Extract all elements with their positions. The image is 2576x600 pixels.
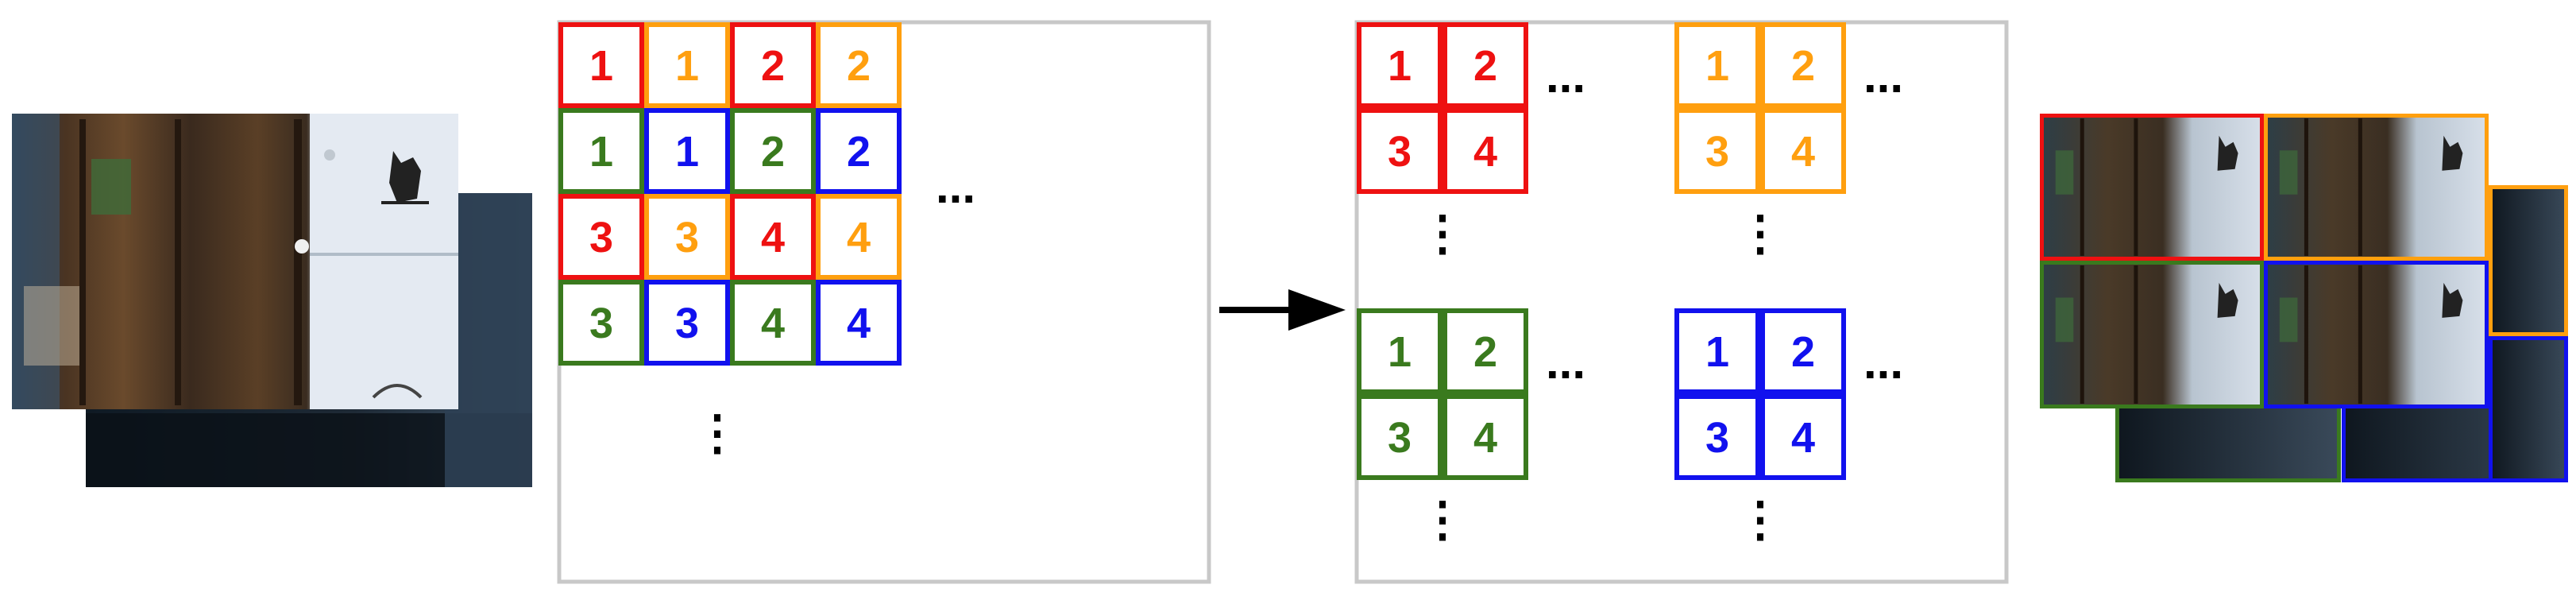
channel-cell-label: 2 (1791, 42, 1815, 90)
mosaic-cell-blue (644, 280, 730, 366)
mosaic-cell-label: 2 (761, 128, 785, 176)
channel-ellipsis-vertical: ⋮ (1736, 493, 1784, 546)
channel-cell (1760, 394, 1846, 480)
channel-cell (1442, 308, 1528, 394)
mosaic-cell-label: 4 (847, 214, 871, 261)
channel-ellipsis-horizontal: ... (1863, 335, 1903, 389)
output-tile-orange (2489, 185, 2568, 336)
mosaic-cell-orange (644, 22, 730, 108)
mosaic-cell-blue (816, 108, 902, 194)
channel-panel: 1 2 3 4... ⋮ 1 2 3 4... ⋮ 1 2 3 4... ⋮ 1 2 3 4... ⋮ (1354, 20, 2009, 584)
mosaic-cell-label: 1 (589, 128, 613, 176)
channel-cell-label: 2 (1473, 328, 1497, 376)
channel-block-green: 1 2 3 4... ⋮ (1357, 308, 1585, 546)
mosaic-cell-red (730, 194, 816, 280)
mosaic-cell-label: 4 (761, 300, 785, 347)
mosaic-cell-red (558, 22, 644, 108)
mosaic-cell-label: 4 (847, 300, 871, 347)
channel-ellipsis-horizontal: ... (1863, 49, 1903, 103)
output-tile-blue (2264, 261, 2489, 408)
mosaic-cell-label: 1 (589, 42, 613, 90)
mosaic-grid: 1 1 2 2 1 1 2 2 3 3 4 4 3 3 4 4 (558, 22, 902, 366)
mosaic-cell-blue (816, 280, 902, 366)
mosaic-panel: 1 1 2 2 1 1 2 2 3 3 4 4 3 3 4 4 ... ⋮ (557, 20, 1211, 584)
mosaic-cell-orange (816, 194, 902, 280)
channel-cell-label: 1 (1388, 42, 1412, 90)
channel-cell (1357, 308, 1442, 394)
mosaic-cell-label: 3 (589, 300, 613, 347)
channel-cell (1357, 108, 1442, 194)
mosaic-cell-label: 1 (675, 128, 699, 176)
channel-cell-label: 3 (1388, 128, 1412, 176)
mosaic-cell-label: 4 (761, 214, 785, 261)
mosaic-cell-orange (644, 194, 730, 280)
channel-ellipsis-vertical: ⋮ (1419, 207, 1466, 260)
mosaic-cell-red (558, 194, 644, 280)
channel-ellipsis-horizontal: ... (1546, 49, 1585, 103)
channel-ellipsis-vertical: ⋮ (1419, 493, 1466, 546)
input-image-stack (12, 114, 532, 487)
channel-cell-label: 3 (1705, 414, 1729, 462)
mosaic-cell-green (730, 280, 816, 366)
front-photo-layer (12, 114, 458, 409)
channel-cell (1442, 394, 1528, 480)
mosaic-cell-green (558, 108, 644, 194)
channel-cell-label: 4 (1473, 128, 1497, 176)
channel-ellipsis-vertical: ⋮ (1736, 207, 1784, 260)
channel-block-blue: 1 2 3 4... ⋮ (1674, 308, 1903, 546)
channel-cell-label: 1 (1705, 328, 1729, 376)
output-tile-orange (2264, 114, 2489, 261)
channel-cell (1760, 22, 1846, 108)
mosaic-cell-green (730, 108, 816, 194)
channel-cell-label: 3 (1705, 128, 1729, 176)
channel-block-orange: 1 2 3 4... ⋮ (1674, 22, 1903, 260)
mosaic-ellipsis-vertical: ⋮ (693, 406, 741, 459)
channel-blocks: 1 2 3 4... ⋮ 1 2 3 4... ⋮ 1 2 3 4... ⋮ 1 2 3 4... ⋮ (1357, 22, 1903, 546)
channel-block-red: 1 2 3 4... ⋮ (1357, 22, 1585, 260)
mosaic-cell-label: 3 (675, 300, 699, 347)
channel-cell (1357, 22, 1442, 108)
mosaic-cell-blue (644, 108, 730, 194)
channel-cell (1674, 308, 1760, 394)
channel-cell (1357, 394, 1442, 480)
channel-cell-label: 4 (1791, 414, 1815, 462)
channel-cell (1442, 22, 1528, 108)
channel-cell (1674, 22, 1760, 108)
mosaic-cell-orange (816, 22, 902, 108)
channel-cell-label: 2 (1791, 328, 1815, 376)
channel-cell-label: 3 (1388, 414, 1412, 462)
channel-cell (1760, 308, 1846, 394)
channel-cell (1760, 108, 1846, 194)
mosaic-cell-green (558, 280, 644, 366)
channel-cell (1674, 394, 1760, 480)
channel-cell-label: 2 (1473, 42, 1497, 90)
mosaic-ellipsis-horizontal: ... (936, 160, 975, 213)
channel-ellipsis-horizontal: ... (1546, 335, 1585, 389)
mosaic-cell-label: 2 (761, 42, 785, 90)
output-tile-green (2040, 261, 2264, 408)
output-image-stack (2040, 114, 2568, 482)
output-tile-blue (2489, 336, 2568, 482)
mosaic-cell-label: 1 (675, 42, 699, 90)
channel-cell-label: 4 (1473, 414, 1497, 462)
channel-cell-label: 1 (1388, 328, 1412, 376)
channel-cell (1674, 108, 1760, 194)
mosaic-cell-label: 3 (675, 214, 699, 261)
output-tile-red (2040, 114, 2264, 261)
mosaic-cell-label: 3 (589, 214, 613, 261)
channel-cell (1442, 108, 1528, 194)
mosaic-cell-label: 2 (847, 42, 871, 90)
channel-cell-label: 4 (1791, 128, 1815, 176)
mosaic-cell-label: 2 (847, 128, 871, 176)
arrow-right-icon (1219, 289, 1346, 331)
channel-cell-label: 1 (1705, 42, 1729, 90)
mosaic-cell-red (730, 22, 816, 108)
